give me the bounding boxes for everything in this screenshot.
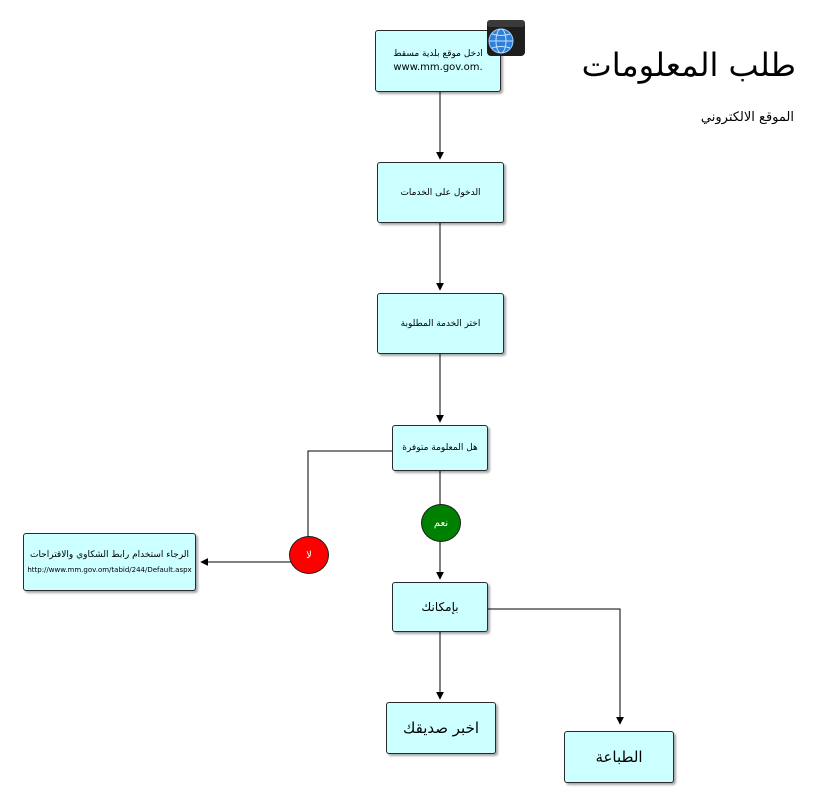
edge-decision-to-no: [307, 450, 392, 537]
node-print-label: الطباعة: [595, 748, 643, 766]
node-enter-site: ادخل موقع بلدية مسقط www.mm.gov.om.: [375, 30, 501, 92]
node-options-label: بإمكانك: [421, 600, 459, 614]
node-tell-friend: اخبر صديقك: [386, 702, 496, 754]
badge-yes: نعم: [421, 504, 461, 542]
node-enter-site-url: www.mm.gov.om.: [393, 62, 483, 73]
node-complaints-url: http://www.mm.gov.om/tabid/244/Default.a…: [27, 566, 192, 574]
node-decision-label: هل المعلومة متوفرة: [402, 443, 478, 453]
badge-no-label: لا: [306, 549, 312, 561]
globe-icon: [487, 20, 525, 56]
node-print: الطباعة: [564, 731, 674, 783]
edge-options-to-print: [488, 608, 624, 725]
node-choose-service: اختر الخدمة المطلوبة: [377, 293, 504, 354]
page-title: طلب المعلومات: [581, 46, 796, 84]
node-complaints: الرجاء استخدام رابط الشكاوي والاقتراحات …: [23, 533, 196, 591]
badge-yes-label: نعم: [433, 517, 449, 529]
node-login: الدخول على الخدمات: [377, 162, 504, 223]
node-options: بإمكانك: [392, 582, 488, 632]
node-decision: هل المعلومة متوفرة: [392, 425, 488, 471]
node-login-label: الدخول على الخدمات: [400, 187, 481, 198]
node-choose-service-label: اختر الخدمة المطلوبة: [400, 318, 481, 329]
badge-no: لا: [289, 536, 329, 574]
node-complaints-label: الرجاء استخدام رابط الشكاوي والاقتراحات: [29, 550, 190, 560]
node-enter-site-label: ادخل موقع بلدية مسقط: [393, 49, 483, 59]
page-subtitle: الموقع الالكتروني: [700, 110, 794, 125]
node-tell-friend-label: اخبر صديقك: [402, 719, 480, 737]
